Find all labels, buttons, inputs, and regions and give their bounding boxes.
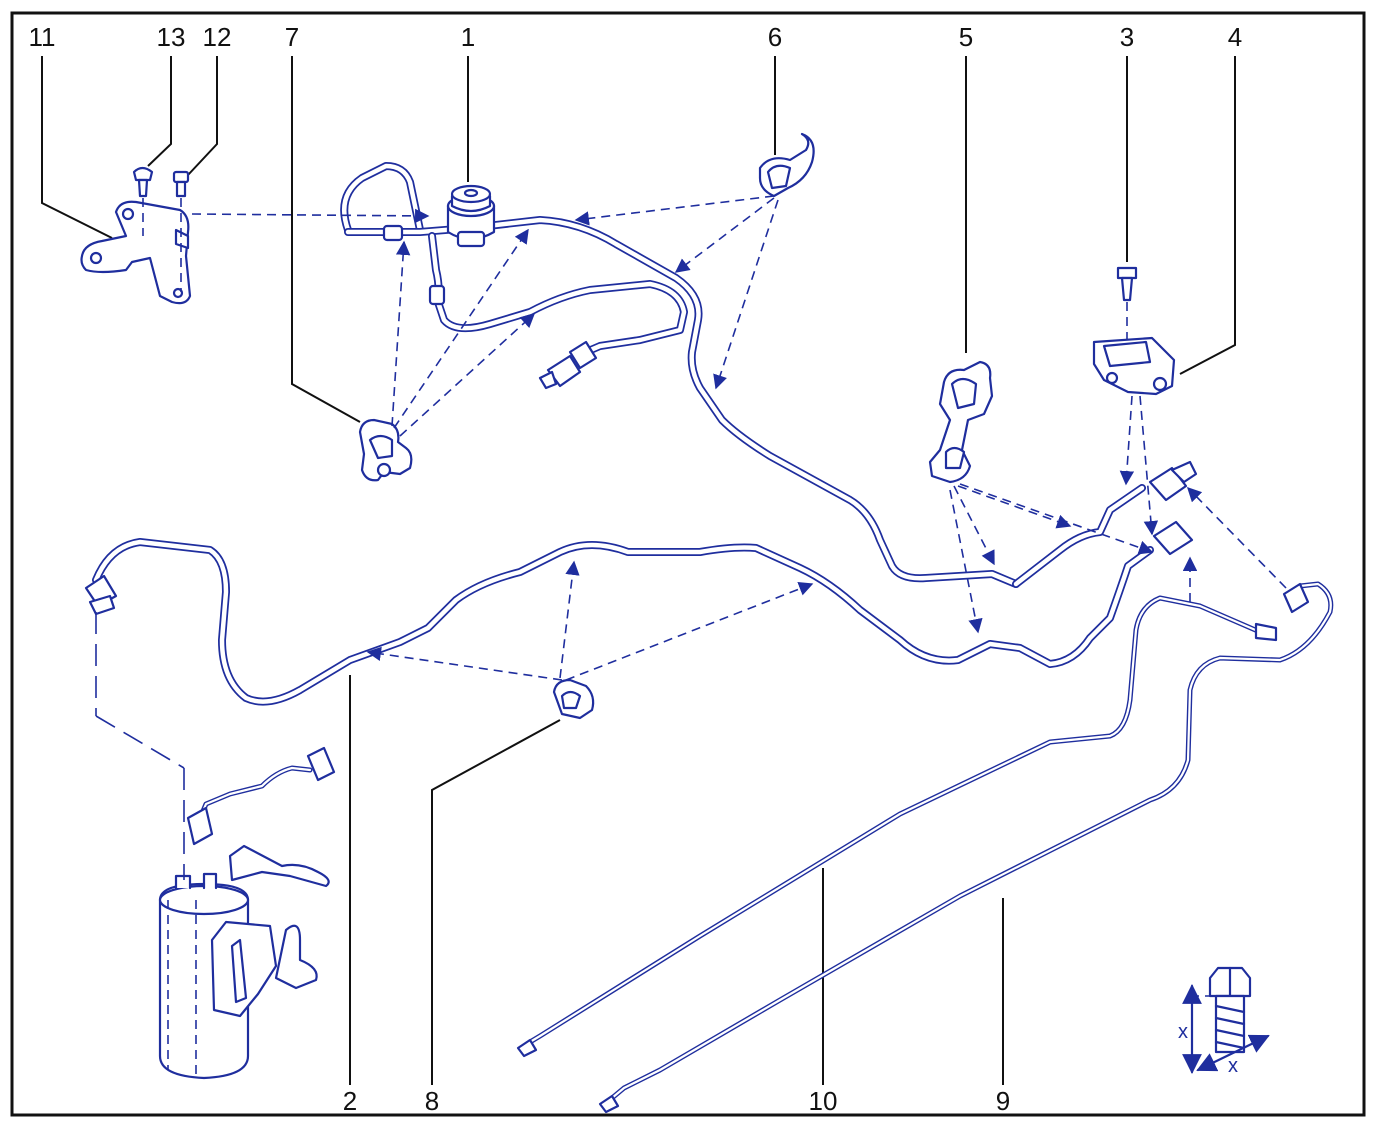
callout-3: 3 <box>1120 22 1134 52</box>
dim-label-diameter: x <box>1228 1055 1238 1077</box>
callout-7: 7 <box>285 22 299 52</box>
callout-1: 1 <box>461 22 475 52</box>
bolt-part-12 <box>172 170 190 292</box>
bracket-part-11 <box>80 200 192 305</box>
callout-11: 11 <box>29 22 56 52</box>
leader-lines <box>41 56 1236 1085</box>
assembly-arrows <box>191 195 1287 681</box>
clip-part-6 <box>758 132 815 198</box>
rivet-part-13 <box>132 166 154 236</box>
callout-labels: 11 13 12 7 1 6 5 3 4 2 8 10 9 <box>29 22 1243 1116</box>
pipe-part-10 <box>516 595 1278 1058</box>
callout-12: 12 <box>203 22 232 52</box>
clip-part-8 <box>552 678 595 720</box>
callout-2: 2 <box>343 1086 357 1116</box>
bolt-dimension-detail: x x <box>1178 966 1270 1077</box>
valve-part-1 <box>446 184 496 248</box>
fastener-part-3 <box>1116 266 1138 344</box>
callout-9: 9 <box>996 1086 1010 1116</box>
pipe-part-9 <box>598 581 1334 1114</box>
callout-8: 8 <box>425 1086 439 1116</box>
dim-label-length: x <box>1178 1021 1188 1043</box>
hose-part-2 <box>84 538 1154 706</box>
clip-part-5 <box>928 360 994 484</box>
clip-part-7 <box>358 418 413 482</box>
callout-10: 10 <box>809 1086 838 1116</box>
canister-assembly <box>95 612 336 1080</box>
callout-6: 6 <box>768 22 782 52</box>
callout-13: 13 <box>157 22 186 52</box>
upper-hose-assembly <box>340 162 1146 588</box>
callout-5: 5 <box>959 22 973 52</box>
callout-4: 4 <box>1228 22 1242 52</box>
block-clip-part-4 <box>1092 336 1176 396</box>
quick-connectors-right <box>1148 460 1198 556</box>
